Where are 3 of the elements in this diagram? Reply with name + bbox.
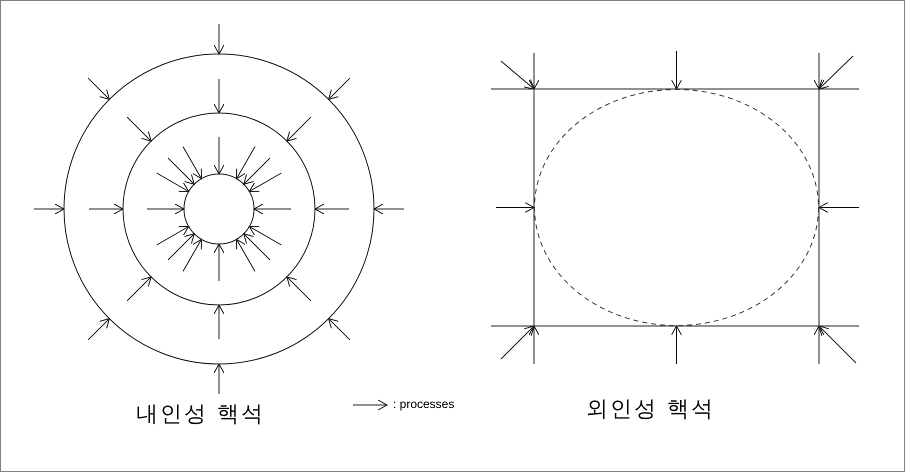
legend-text: : processes	[393, 397, 454, 411]
caption-text: 내인성 핵석	[136, 401, 265, 429]
caption-text: 외인성 핵석	[586, 396, 715, 424]
